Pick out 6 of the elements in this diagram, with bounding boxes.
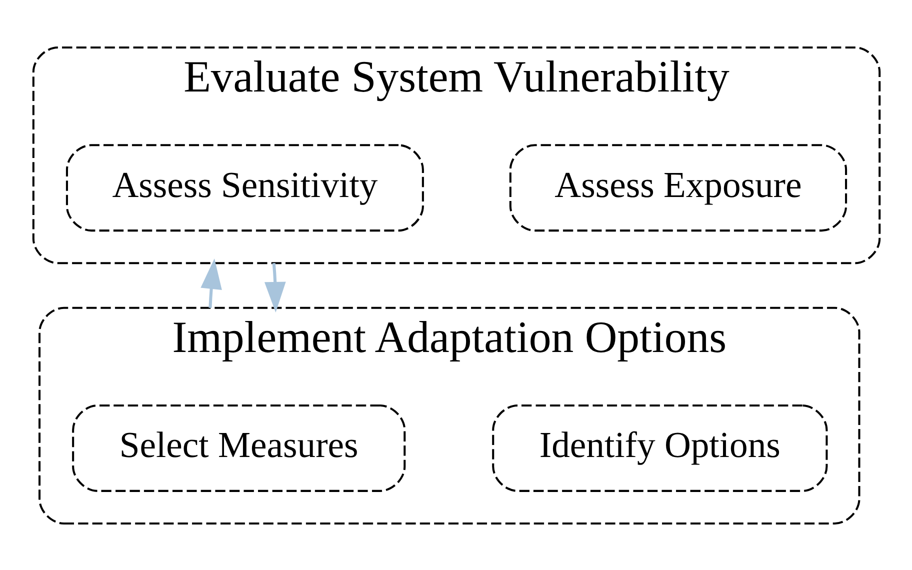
node-box: Select Measures — [72, 404, 406, 492]
node-box: Assess Exposure — [508, 144, 847, 232]
arrow — [264, 262, 286, 312]
node-box: Identify Options — [492, 404, 828, 492]
arrow — [200, 258, 222, 308]
node-box: Assess Sensitivity — [65, 144, 424, 232]
